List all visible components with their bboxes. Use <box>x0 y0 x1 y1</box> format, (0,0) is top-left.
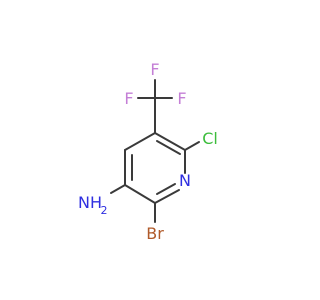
bond-n-c2-inner <box>156 183 176 195</box>
bonds <box>110 79 200 223</box>
atom-nitrogen: N <box>179 171 191 190</box>
amine-subscript: 2 <box>101 204 108 217</box>
atom-bromine: Br <box>146 224 164 243</box>
atom-chlorine: Cl <box>202 129 218 148</box>
bond-c3-nh2 <box>110 184 126 194</box>
atom-fluorine-right: F <box>177 89 186 108</box>
bond-c5-c6-inner <box>156 140 181 155</box>
bond-c4-c5 <box>124 132 156 151</box>
amine-nh-label: NH <box>78 193 102 212</box>
atom-fluorine-top: F <box>150 60 159 79</box>
atom-fluorine-left: F <box>124 89 133 108</box>
bond-c6-cl <box>184 141 200 151</box>
molecule-structure: F F F Cl N Br NH 2 <box>78 60 218 243</box>
bond-c5-c6 <box>154 132 186 151</box>
bond-n-c2 <box>154 189 180 204</box>
atom-amine: NH <box>78 193 102 212</box>
atoms: F F F Cl N Br NH 2 <box>78 60 218 243</box>
bond-c2-c3 <box>124 184 156 204</box>
